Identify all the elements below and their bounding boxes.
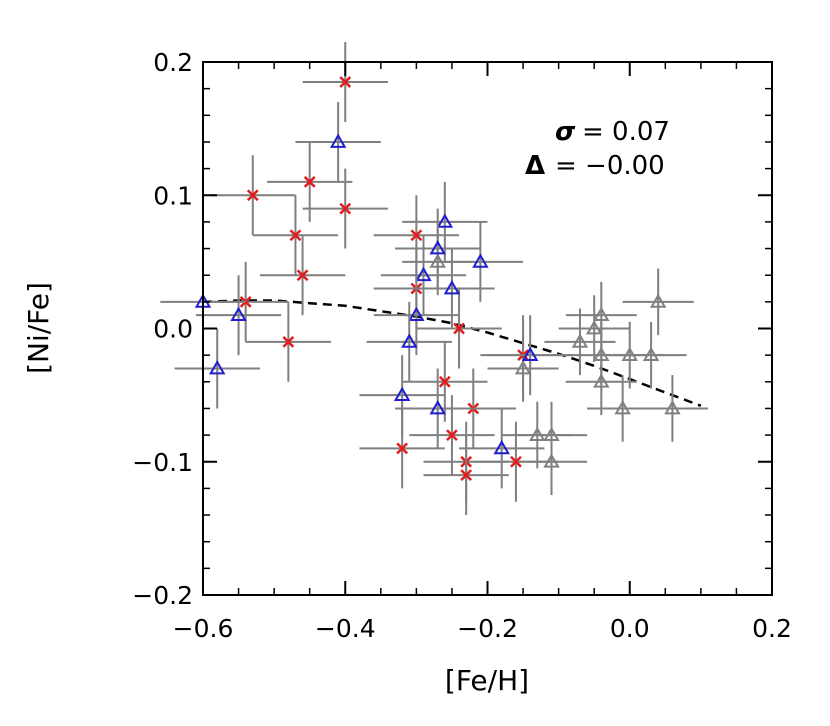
triangle-marker	[585, 319, 603, 335]
x-marker	[246, 189, 259, 202]
data-point	[544, 308, 616, 376]
triangle-marker	[436, 213, 454, 228]
x-marker	[296, 269, 309, 282]
triangle-marker	[230, 306, 247, 322]
x-tick-label: 0.2	[752, 614, 792, 643]
triangle-marker	[664, 399, 681, 415]
y-axis-title: [Ni/Fe]	[22, 282, 55, 374]
data-point	[195, 275, 282, 356]
triangle-marker	[443, 280, 461, 295]
sigma-symbol: σ	[555, 117, 576, 147]
triangle-marker	[649, 293, 667, 308]
y-tick-label: 0.0	[153, 315, 193, 344]
data-point	[174, 328, 260, 409]
data-point	[636, 375, 708, 442]
data-point	[615, 321, 687, 389]
triangle-marker	[429, 240, 446, 255]
y-tick-label: 0.1	[153, 181, 193, 210]
data-point	[459, 408, 545, 489]
triangle-marker	[408, 306, 425, 322]
data-point	[302, 168, 388, 249]
triangle-marker	[209, 359, 226, 375]
x-marker	[410, 229, 423, 242]
data-points-layer	[160, 42, 708, 516]
data-point	[558, 295, 630, 362]
delta-symbol: Δ	[525, 151, 545, 181]
y-tick-label: −0.1	[132, 448, 193, 477]
x-marker	[282, 335, 295, 348]
triangle-marker	[593, 306, 610, 322]
data-point	[259, 235, 346, 316]
data-point	[252, 195, 339, 276]
data-point	[210, 155, 296, 236]
x-marker	[396, 442, 409, 455]
data-point	[409, 395, 495, 476]
triangle-marker	[472, 253, 489, 268]
data-point	[622, 268, 694, 336]
sigma-value: = 0.07	[582, 117, 670, 147]
x-marker	[510, 455, 522, 468]
sigma-annotation: σ = 0.07	[555, 117, 670, 147]
data-point	[245, 301, 332, 382]
data-point	[395, 368, 481, 449]
data-point	[437, 221, 524, 302]
triangle-marker	[415, 266, 432, 282]
x-axis-title: [Fe/H]	[445, 664, 529, 697]
triangle-marker	[521, 346, 539, 362]
x-tick-label: −0.6	[173, 614, 234, 643]
triangle-marker	[614, 399, 631, 415]
triangle-marker	[571, 333, 589, 348]
y-tick-label: 0.2	[153, 48, 193, 77]
triangle-marker	[401, 333, 418, 348]
x-tick-label: −0.2	[457, 614, 518, 643]
x-marker	[289, 229, 302, 242]
x-marker	[339, 76, 352, 88]
x-tick-label: −0.4	[315, 614, 376, 643]
delta-value: = −0.00	[555, 151, 665, 181]
triangle-marker	[593, 373, 610, 388]
x-marker	[446, 429, 458, 441]
triangle-marker	[393, 386, 411, 401]
data-point	[395, 208, 481, 289]
y-tick-label: −0.2	[132, 581, 193, 610]
triangle-marker	[429, 399, 446, 415]
data-point	[487, 315, 573, 396]
data-point	[380, 235, 467, 316]
triangle-marker	[329, 133, 347, 148]
data-point	[423, 435, 509, 516]
data-point	[302, 42, 388, 122]
delta-annotation: Δ = −0.00	[525, 151, 665, 181]
x-tick-label: 0.0	[610, 614, 650, 643]
data-point	[366, 301, 452, 382]
x-marker	[453, 322, 465, 335]
data-point	[402, 181, 488, 262]
x-marker	[339, 202, 352, 215]
data-point	[267, 141, 353, 222]
data-point	[565, 348, 637, 416]
x-marker	[460, 469, 473, 481]
data-point	[416, 288, 502, 369]
data-point	[359, 355, 445, 436]
triangle-marker	[642, 346, 660, 362]
data-point	[373, 275, 460, 356]
data-point	[295, 101, 381, 182]
axis-ticks: −0.6 −0.4 −0.2 0.0 0.2 −0.2 −0.1 0.0 0.1 0.2	[132, 48, 792, 643]
x-marker	[438, 375, 451, 388]
triangle-marker	[493, 439, 510, 455]
x-marker	[303, 176, 316, 188]
data-point	[409, 248, 495, 329]
